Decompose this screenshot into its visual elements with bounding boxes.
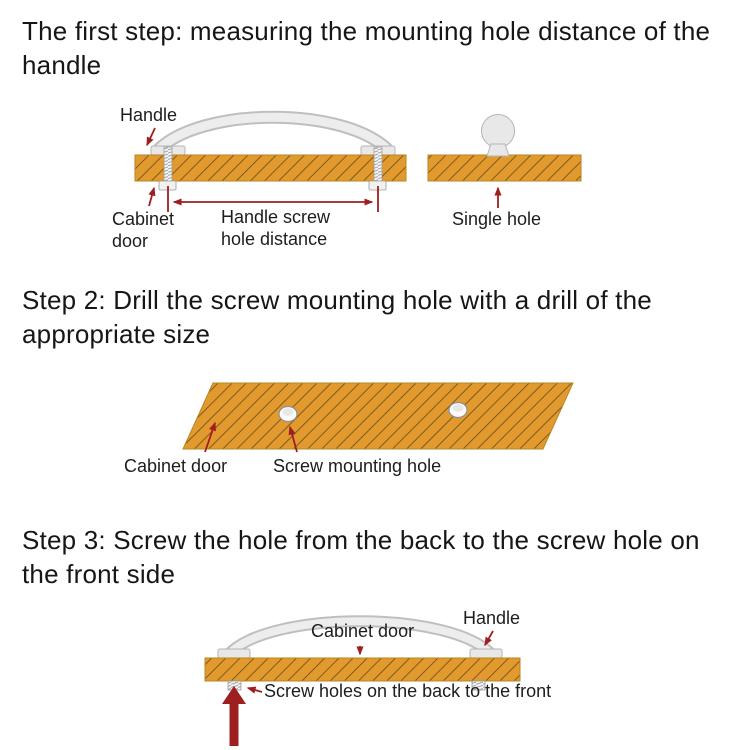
upward-arrow-icon: [222, 686, 246, 746]
single-hole-board: [427, 154, 582, 182]
screw-hole-right-shade: [452, 404, 464, 412]
step1-handle-label: Handle: [120, 105, 178, 125]
handle-pointer-arrow: [484, 630, 494, 647]
step2-screw-hole-label: Screw mounting hole: [273, 456, 442, 476]
step1-cabinet-door-label: Cabinet door: [112, 209, 175, 251]
step3-diagram: [204, 615, 521, 746]
knob-ball: [481, 114, 515, 148]
step2-diagram: [182, 382, 574, 453]
handle-body: [152, 112, 394, 156]
handle-body: [224, 617, 496, 659]
screw-left: [163, 146, 173, 183]
screw-holes-pointer-arrow: [246, 686, 263, 694]
handle-foot-left: [217, 648, 251, 659]
step2-title: Step 2: Drill the screw mounting hole wi…: [22, 285, 652, 349]
screw-hole-pointer-arrow: [288, 425, 298, 453]
step2-cabinet-door-label: Cabinet door: [124, 456, 228, 476]
screw-hole-left-shade: [282, 408, 294, 416]
screw-right: [373, 146, 383, 183]
cabinet-door-board: [204, 657, 521, 682]
step3-title: Step 3: Screw the hole from the back to …: [22, 525, 700, 589]
step1-title: The first step: measuring the mounting h…: [22, 16, 711, 80]
knob-neck: [486, 143, 510, 157]
cabinet-door-pointer-arrow: [148, 186, 156, 207]
cabinet-door-board: [134, 154, 407, 182]
step1-diagram: [134, 110, 582, 212]
step3-handle-label: Handle: [463, 608, 521, 628]
handle-foot-right: [469, 648, 503, 659]
back-screw-right: [471, 680, 486, 691]
handle-pointer-arrow: [146, 127, 156, 147]
cabinet-door-pointer-arrow: [204, 421, 216, 453]
step1-screw-distance-label: Handle screw hole distance: [221, 207, 331, 249]
step3-screw-holes-label: Screw holes on the back to the front: [264, 681, 552, 701]
step3-cabinet-door-label: Cabinet door: [311, 621, 415, 641]
step1-single-hole-label: Single hole: [452, 209, 542, 229]
cabinet-door-board: [182, 382, 574, 450]
